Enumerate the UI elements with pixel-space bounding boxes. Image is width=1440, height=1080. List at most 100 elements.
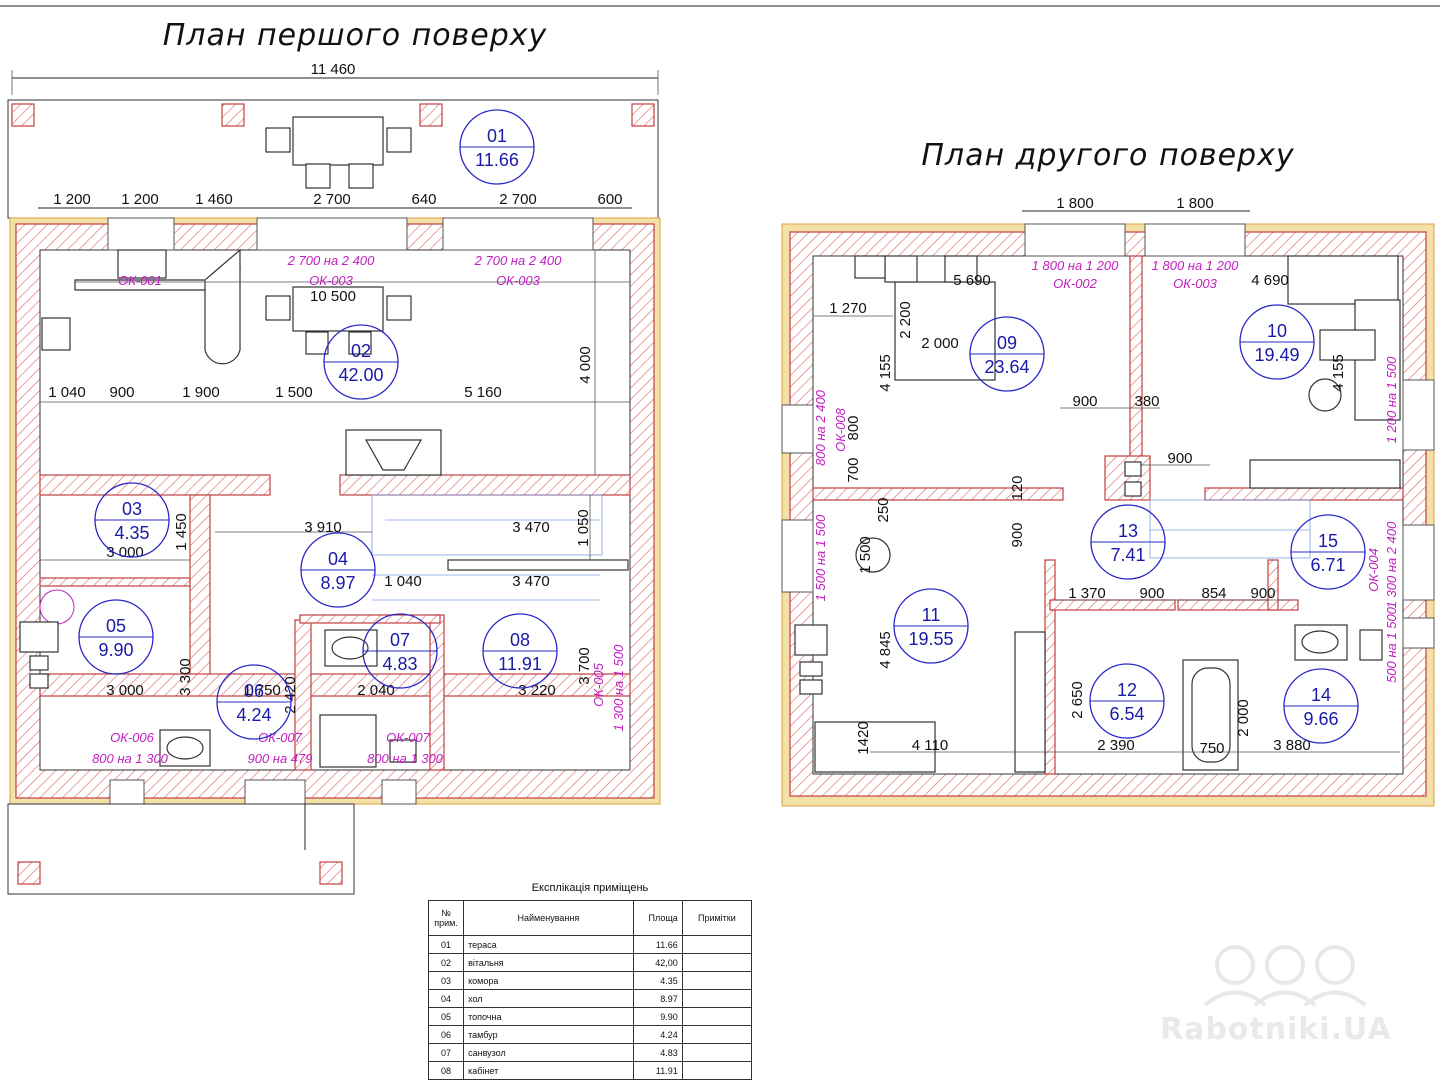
room-marker-12: 126.54 — [1089, 663, 1165, 739]
opening-code: ОК-003 — [1173, 276, 1218, 291]
window — [1402, 617, 1435, 649]
window — [1024, 223, 1126, 257]
dim-top: 2 700 — [499, 191, 537, 208]
dim: 3 880 — [1273, 737, 1311, 754]
cell-area: 42,00 — [632, 953, 683, 972]
dim-1040: 1 040 — [384, 573, 422, 590]
room-number: 12 — [1117, 680, 1137, 700]
opening-size: 800 на 1 300 — [367, 751, 444, 766]
dim: 750 — [1199, 740, 1224, 757]
room-marker-03: 034.35 — [94, 482, 170, 558]
opening-size: 1 200 на 1 500 — [1384, 356, 1399, 443]
cell-notes — [681, 935, 753, 954]
cell-name: санвузол — [463, 1043, 634, 1062]
dim-1050: 1 050 — [575, 509, 592, 547]
dim: 2 390 — [1097, 737, 1135, 754]
room-number: 05 — [106, 616, 126, 636]
opening-code: ОК-008 — [833, 407, 848, 452]
room-number: 15 — [1318, 531, 1338, 551]
room-number: 07 — [390, 630, 410, 650]
room-marker-15: 156.71 — [1290, 514, 1366, 590]
room-number: 06 — [244, 681, 264, 701]
room-area: 4.24 — [236, 705, 271, 725]
dim-1750: 1 750 — [243, 682, 281, 699]
cell-num: 05 — [427, 1007, 465, 1026]
watermark-text: Rabotniki.UA — [1160, 1012, 1392, 1047]
terrace-column — [221, 103, 245, 127]
room-area: 6.54 — [1109, 704, 1144, 724]
cell-name: хол — [463, 989, 634, 1008]
cell-area: 4.35 — [632, 971, 683, 990]
opening-size: 900 на 479 — [248, 751, 313, 766]
room-area: 42.00 — [338, 365, 383, 385]
room-area: 4.35 — [114, 523, 149, 543]
cell-area: 4.83 — [632, 1043, 683, 1062]
dim-3220: 3 220 — [518, 682, 556, 699]
opening-size: 1 500 на 1 500 — [813, 514, 828, 601]
dim-top: 1 200 — [121, 191, 159, 208]
opening-code: ОК-007 — [386, 730, 431, 745]
window — [256, 217, 408, 251]
room-area: 6.71 — [1310, 555, 1345, 575]
room-area: 4.83 — [382, 654, 417, 674]
dim: 900 — [1072, 393, 1097, 410]
dim: 900 — [1009, 522, 1026, 547]
window — [1402, 379, 1435, 451]
cell-num: 08 — [427, 1061, 465, 1080]
dim: 2 000 — [921, 335, 959, 352]
cell-area: 8.97 — [632, 989, 683, 1008]
dim-3300: 3 300 — [177, 658, 194, 696]
terrace-column — [631, 103, 655, 127]
terrace-column — [11, 103, 35, 127]
opening-code: ОК-003 — [309, 273, 354, 288]
door — [244, 779, 306, 805]
window — [381, 779, 417, 805]
dim: 1420 — [855, 721, 872, 754]
dim-top: 600 — [597, 191, 622, 208]
room-area: 9.66 — [1303, 709, 1338, 729]
opening-code: ОК-006 — [110, 730, 155, 745]
dim-3470a: 3 470 — [512, 519, 550, 536]
cell-notes — [681, 1043, 753, 1062]
opening-size: 1 800 на 1 200 — [1152, 258, 1239, 273]
terrace-table — [265, 116, 412, 189]
dim-top: 2 700 — [313, 191, 351, 208]
kitchen-counter — [41, 248, 241, 365]
room-number: 10 — [1267, 321, 1287, 341]
dim: 2 200 — [897, 301, 914, 339]
dim-row: 1 900 — [182, 384, 220, 401]
cell-num: 06 — [427, 1025, 465, 1044]
dim-10500: 10 500 — [310, 288, 356, 305]
room-marker-14: 149.66 — [1283, 668, 1359, 744]
dim: 1 500 — [857, 536, 874, 574]
room-marker-07: 074.83 — [362, 613, 438, 689]
window — [1402, 524, 1435, 601]
cell-notes — [681, 1007, 753, 1026]
opening-code: ОК-007 — [258, 730, 303, 745]
terrace-column — [419, 103, 443, 127]
room-marker-13: 137.41 — [1090, 504, 1166, 580]
dim-top: 1 460 — [195, 191, 233, 208]
bathroom-fixtures — [159, 629, 417, 768]
col-header: Найменування — [463, 900, 634, 936]
dim: 900 — [1167, 450, 1192, 467]
dim: 700 — [845, 457, 862, 482]
room-area: 11.91 — [498, 654, 542, 674]
dim: 380 — [1134, 393, 1159, 410]
dim: 900 — [1250, 585, 1275, 602]
dim-3700: 3 700 — [576, 647, 593, 685]
room-area: 19.55 — [908, 629, 953, 649]
room-number: 04 — [328, 549, 348, 569]
floor1-title: План першого поверху — [163, 18, 548, 53]
cell-area: 4.24 — [632, 1025, 683, 1044]
terrace-column — [17, 861, 41, 885]
dim: 900 — [1139, 585, 1164, 602]
opening-code: ОК-001 — [118, 273, 162, 288]
